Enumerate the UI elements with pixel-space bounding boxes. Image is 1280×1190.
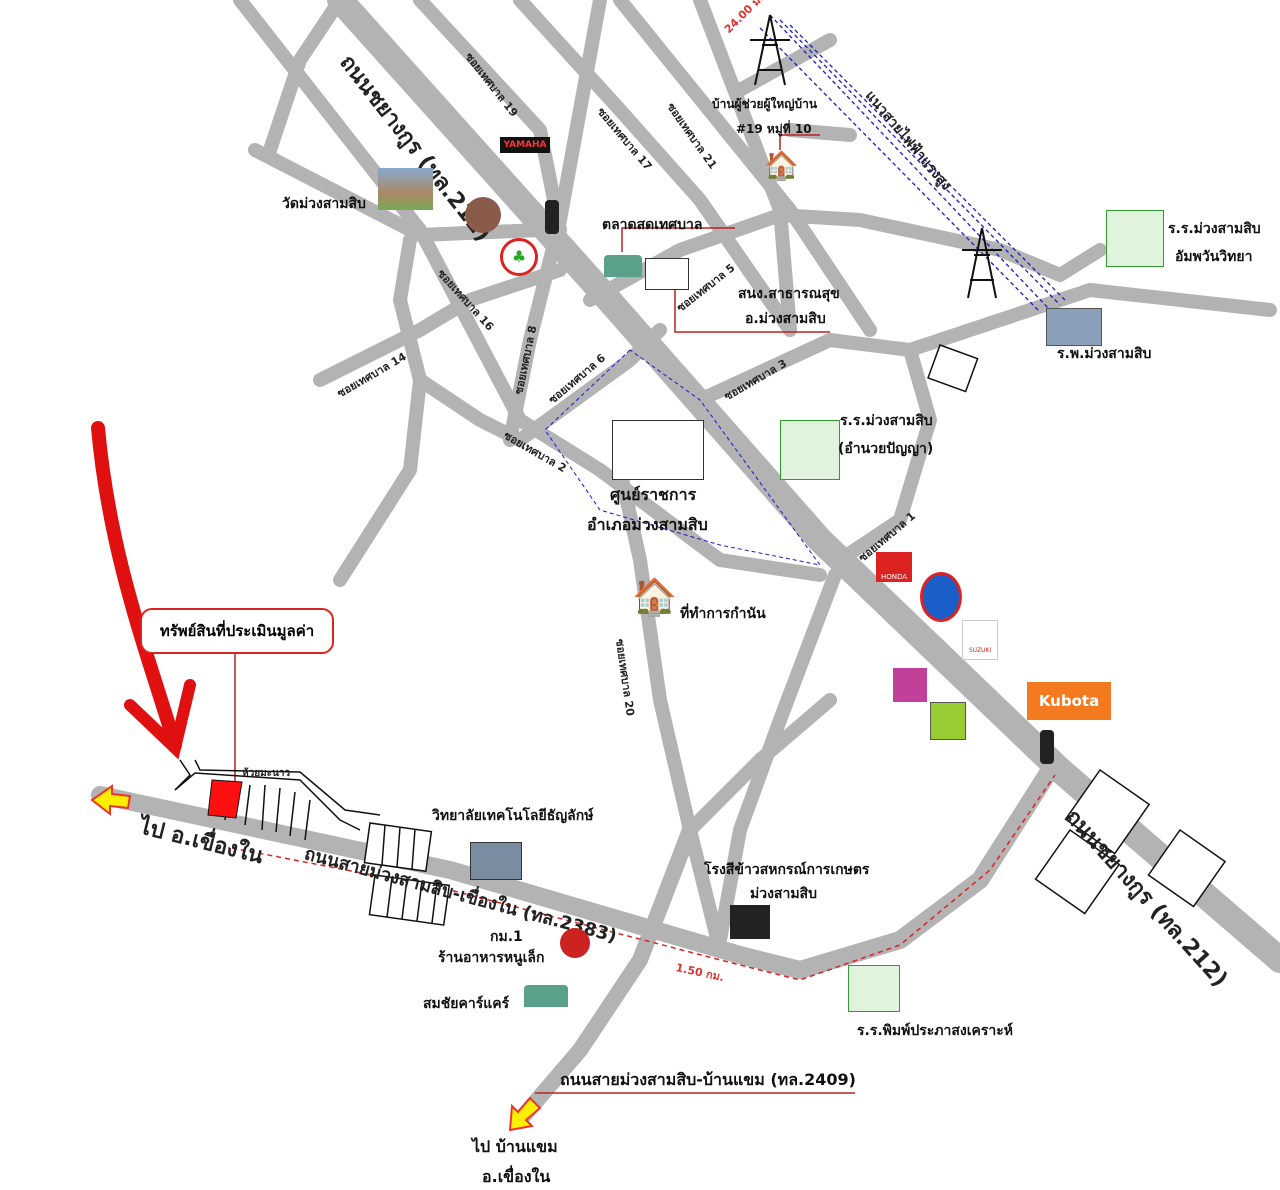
school-pim-label: ร.ร.พิมพ์ประภาสงเคราะห์ — [857, 1023, 1014, 1039]
school-ampan-name: อัมพวันวิทยา — [1175, 249, 1253, 265]
yamaha-logo-icon: YAMAHA — [500, 137, 550, 153]
health-office-label: สนง.สาธารณสุข — [738, 286, 840, 302]
road-soi5 — [583, 208, 787, 307]
road-minor — [713, 568, 842, 947]
market-building-icon — [604, 255, 642, 277]
school-amnuay-label: ร.ร.ม่วงสามสิบ — [840, 413, 933, 429]
school-ampan-icon — [1106, 210, 1164, 267]
baac-logo-icon — [930, 702, 966, 740]
kamnan-office-label: ที่ทำการกำนัน — [680, 606, 766, 622]
gov-center-boundary — [544, 349, 822, 566]
subdivision-plots — [174, 344, 1227, 926]
market-label: ตลาดสดเทศบาล — [602, 217, 703, 233]
health-office-building-icon — [645, 258, 689, 290]
restaurant-label: ร้านอาหารหนูเล็ก — [438, 950, 545, 966]
temple-photo-icon — [378, 168, 433, 210]
road-minor — [683, 693, 837, 837]
road-soi3 — [693, 283, 1277, 407]
yellow-arrow-south-icon — [508, 1096, 542, 1132]
red-pointer-arrow-icon — [91, 421, 182, 752]
road-soi17 — [513, 0, 797, 337]
traffic-light-icon — [545, 200, 559, 234]
power-line — [759, 14, 1066, 313]
to-ban-khaem-district-label: อ.เขื่องใน — [482, 1167, 551, 1186]
bank-logo-icon — [465, 197, 501, 233]
property-callout: ทรัพย์สินที่ประเมินมูลค่า — [140, 608, 334, 654]
km1-label: กม.1 — [490, 929, 523, 945]
wat-label: วัดม่วงสามสิบ — [282, 196, 366, 212]
kubota-logo-icon: Kubota — [1027, 682, 1111, 720]
traffic-light-icon — [1040, 730, 1054, 764]
college-label: วิทยาลัยเทคโนโลยีธัญลักษ์ — [432, 808, 594, 824]
road-212 — [327, 0, 1280, 973]
road-minor — [783, 123, 857, 142]
school-amnuay-icon — [780, 420, 840, 480]
rice-mill-name: ม่วงสามสิบ — [750, 886, 817, 902]
school-ampan-label: ร.ร.ม่วงสามสิบ — [1168, 221, 1261, 237]
village-head-number: #19 หมู่ที่ 10 — [736, 122, 812, 136]
car-care-label: สมชัยคาร์แคร์ — [423, 996, 510, 1012]
yellow-arrow-west-icon — [90, 784, 132, 817]
kasikorn-bank-logo-icon: ♣ — [500, 238, 538, 276]
school-amnuay-name: (อำนวยปัญญา) — [838, 441, 934, 457]
village-head-label: บ้านผู้ช่วยผู้ใหญ่บ้าน — [712, 97, 818, 111]
road-soi14 — [313, 263, 567, 387]
government-center-building-icon — [612, 420, 704, 480]
road-minor — [248, 143, 547, 242]
restaurant-icon — [560, 928, 590, 958]
ptt-logo-icon — [920, 572, 962, 622]
gov-center-label: ศูนย์ราชการ — [610, 485, 697, 504]
road-minor — [263, 0, 347, 157]
road-soi19 — [413, 0, 567, 237]
property-plot — [207, 779, 243, 819]
road-soi20 — [613, 463, 727, 957]
college-building-icon — [470, 842, 522, 880]
house-icon: 🏠 — [764, 149, 799, 182]
car-care-building-icon — [524, 985, 568, 1007]
road-soi8 — [503, 0, 607, 447]
creek-label: ห้วยมะนาว — [242, 768, 291, 779]
health-office-district: อ.ม่วงสามสิบ — [745, 311, 826, 327]
savings-bank-logo-icon — [893, 668, 927, 702]
to-ban-khaem-label: ไป บ้านแขม — [472, 1137, 558, 1156]
road-2383 — [91, 761, 1059, 979]
road-2409 — [512, 822, 698, 1128]
hospital-icon — [1046, 308, 1102, 346]
property-callout-label: ทรัพย์สินที่ประเมินมูลค่า — [159, 622, 315, 640]
kamnan-house-icon: 🏠 — [632, 577, 677, 618]
hospital-label: ร.พ.ม่วงสามสิบ — [1057, 346, 1152, 362]
suzuki-logo-icon: SUZUKI — [962, 620, 998, 660]
gov-center-district: อำเภอม่วงสามสิบ — [587, 515, 708, 534]
factory-icon — [730, 905, 770, 939]
honda-logo-icon: HONDA — [876, 552, 912, 582]
road-label-2409: ถนนสายม่วงสามสิบ-บ้านแขม (ทล.2409) — [560, 1070, 856, 1089]
power-tower-icon — [750, 14, 1002, 299]
rice-mill-label: โรงสีข้าวสหกรณ์การเกษตร — [704, 862, 870, 878]
road-minor — [333, 373, 427, 587]
red-pointer-arrowhead-icon — [124, 679, 196, 760]
road-soi1 — [833, 343, 937, 567]
school-pim-icon — [848, 965, 900, 1012]
